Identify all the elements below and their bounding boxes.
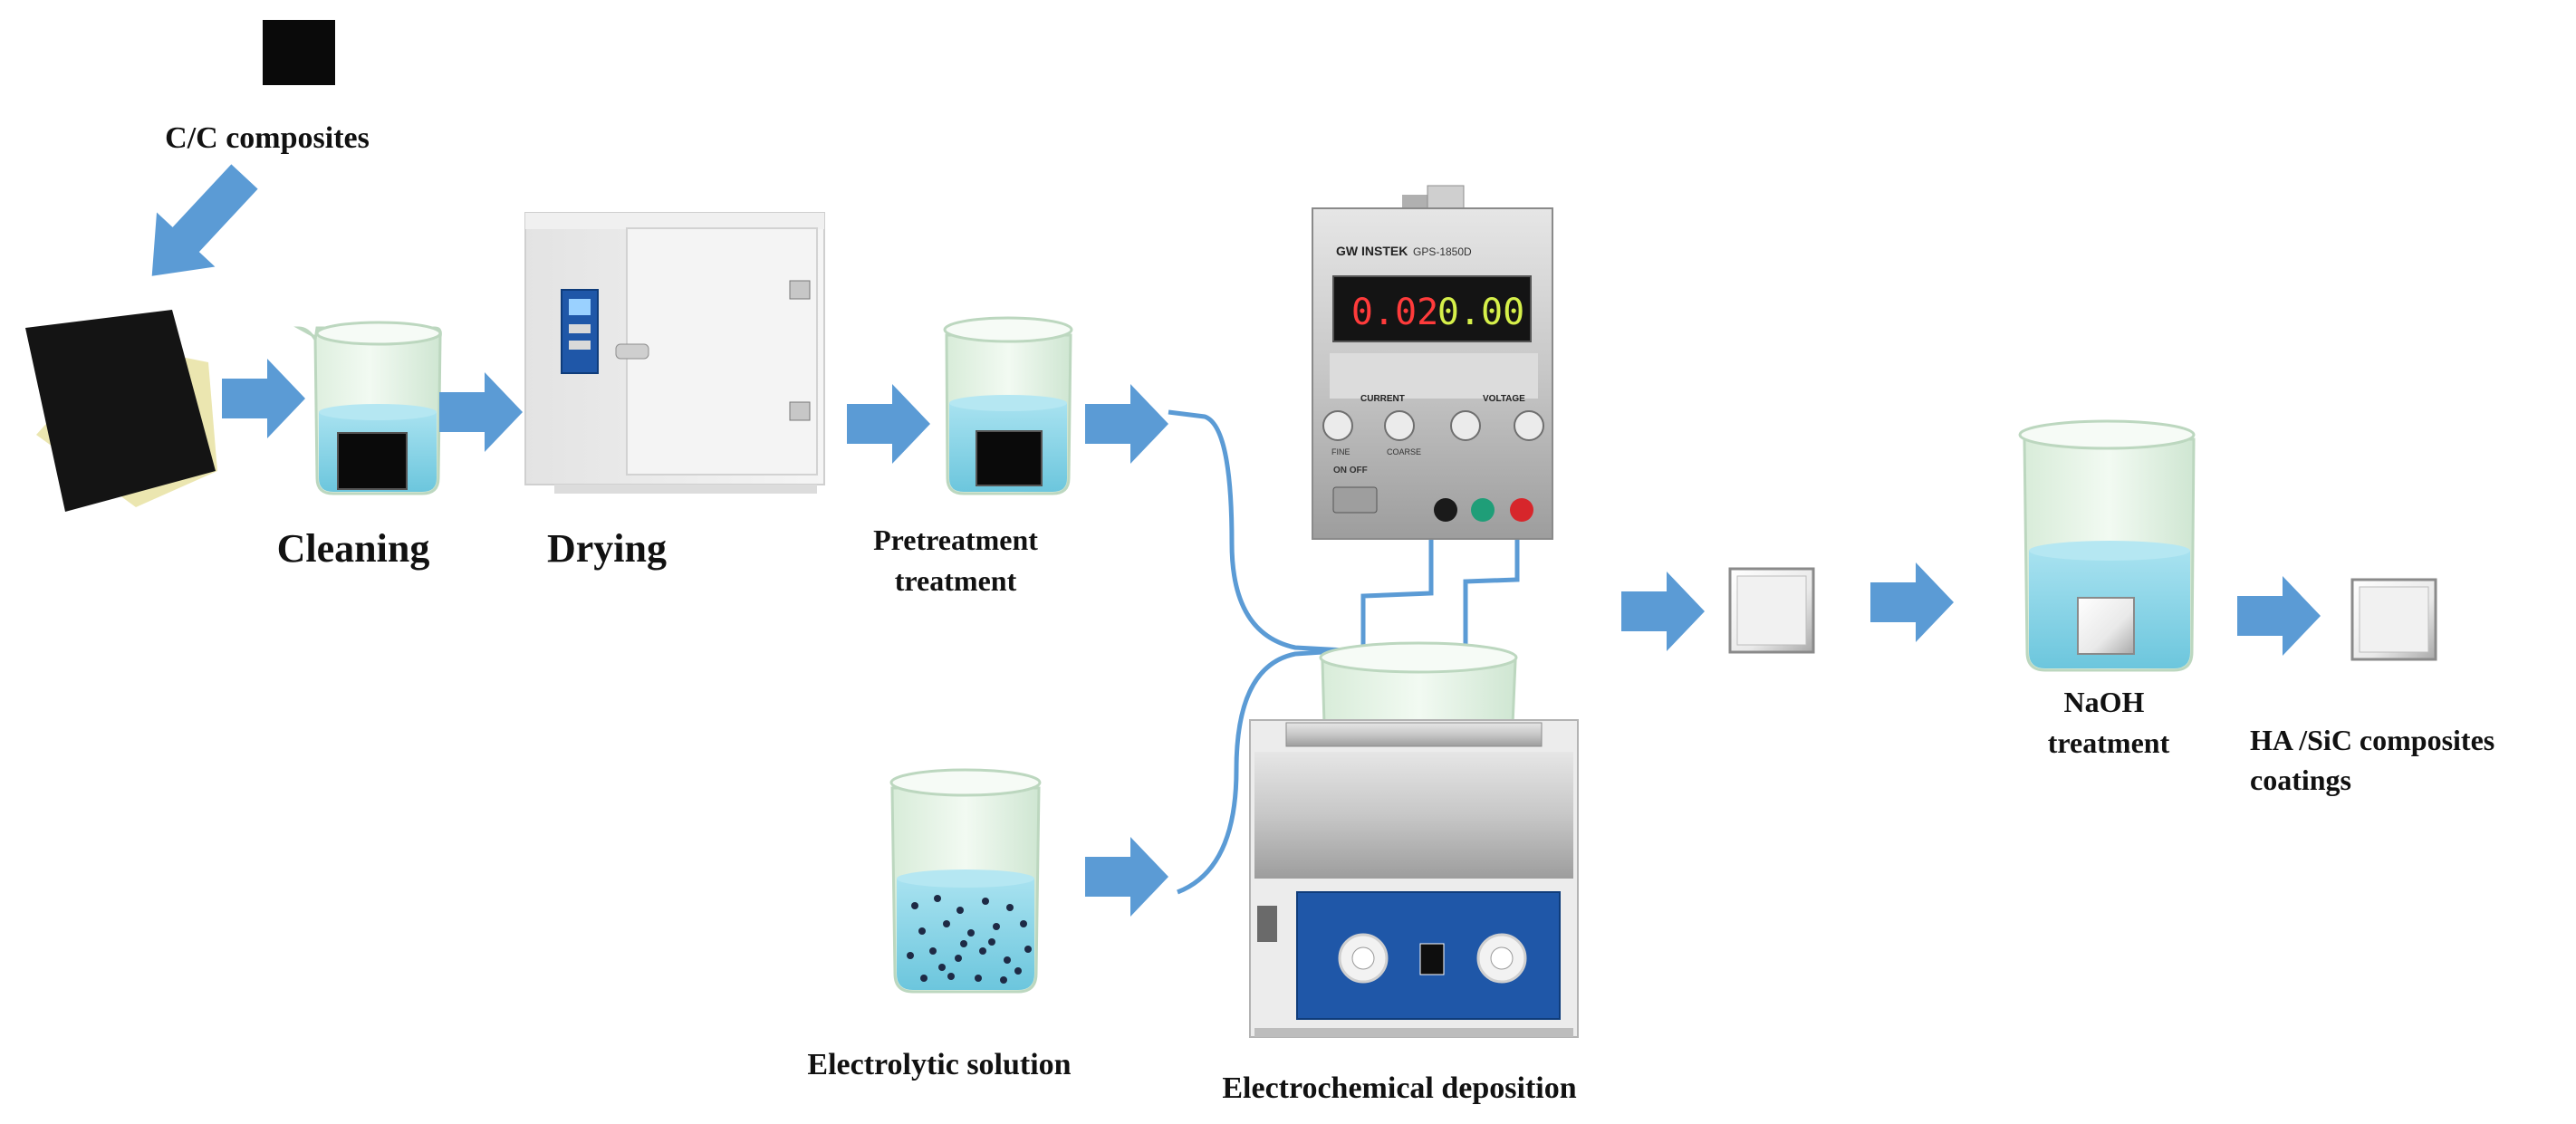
pretreatment-label-line1: Pretreatment (873, 524, 1038, 556)
arrow-after-deposition (1621, 572, 1705, 651)
electrolytic-beaker (889, 768, 1042, 994)
pretreatment-label-line2: treatment (895, 564, 1017, 597)
naoh-beaker (2018, 419, 2196, 672)
drying-oven-image (524, 212, 825, 494)
arrow-to-drying (439, 372, 523, 452)
pretreatment-beaker (943, 316, 1073, 495)
bath-timer-display (1419, 943, 1445, 975)
power-supply-display (1332, 275, 1532, 342)
arrow-to-cleaning (222, 359, 305, 438)
arrow-to-result (2237, 576, 2321, 656)
cleaning-sample (337, 432, 408, 490)
knob-coarse-label: COARSE (1387, 447, 1421, 456)
voltage-fine-knob[interactable] (1450, 410, 1481, 441)
pretreatment-sample (976, 430, 1043, 486)
voltage-readout: 0.00 (1437, 292, 1524, 333)
drying-label: Drying (547, 526, 667, 571)
knob-fine-label: FINE (1331, 447, 1350, 456)
electrochemical-deposition-label: Electrochemical deposition (1222, 1071, 1576, 1105)
diagonal-arrow (151, 164, 258, 276)
power-supply-model: GPS-1850D (1413, 245, 1472, 258)
black-terminal[interactable] (1434, 498, 1457, 522)
current-knob-label: CURRENT (1360, 394, 1405, 404)
naoh-label-line2: treatment (2048, 726, 2170, 759)
cleaning-label: Cleaning (277, 526, 430, 571)
arrow-to-naoh (1870, 562, 1954, 642)
electrolytic-solution-label: Electrolytic solution (807, 1048, 1071, 1081)
cleaning-beaker (293, 321, 442, 495)
red-terminal[interactable] (1510, 498, 1533, 522)
current-fine-knob[interactable] (1322, 410, 1353, 441)
power-switch-label: ON OFF (1333, 466, 1368, 476)
deposition-setup-image (1249, 641, 1579, 1038)
result-label-line2: coatings (2250, 764, 2351, 796)
green-terminal[interactable] (1471, 498, 1495, 522)
arrow-electrolyte-out (1085, 837, 1168, 917)
voltage-knob-label: VOLTAGE (1483, 394, 1525, 404)
power-supply-image: GW INSTEK GPS-1850D 0.02 0.00 CURRENT VO… (1312, 185, 1553, 540)
electrolyte-particles (907, 895, 1032, 984)
cc-composites-label: C/C composites (165, 121, 370, 155)
voltage-coarse-knob[interactable] (1514, 410, 1544, 441)
current-coarse-knob[interactable] (1384, 410, 1415, 441)
current-readout: 0.02 (1351, 292, 1438, 333)
result-label-line1: HA /SiC composites (2250, 724, 2494, 756)
arrow-to-pretreatment (847, 384, 930, 464)
cc-sample-icon (263, 20, 335, 85)
power-switch[interactable] (1332, 486, 1378, 514)
arrow-pretreatment-out (1085, 384, 1168, 464)
power-supply-brand: GW INSTEK (1336, 244, 1408, 258)
naoh-sample (2077, 597, 2135, 655)
cc-sheet-image (25, 310, 217, 512)
naoh-label-line1: NaOH (2064, 686, 2145, 718)
